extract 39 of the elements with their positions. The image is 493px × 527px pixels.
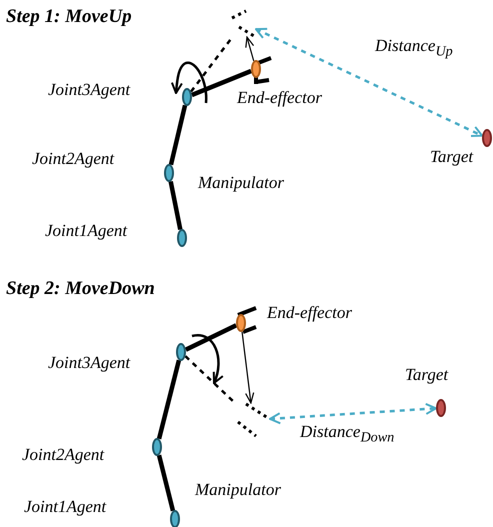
- end-effector-label: End-effector: [237, 88, 322, 108]
- joint-label: Joint2Agent: [22, 445, 104, 465]
- distance-arrow: [255, 28, 484, 137]
- step-heading: Step 1: MoveUp: [6, 7, 132, 27]
- edge-label: Distance$_{Up}$: [375, 36, 453, 62]
- target-label: Target: [430, 147, 474, 167]
- projected-gripper-drawing: [230, 8, 256, 38]
- motion-arrow: [241, 332, 254, 404]
- target-circle: [436, 399, 446, 417]
- joint-circle: [176, 343, 186, 361]
- joint-circle: [170, 510, 180, 527]
- joint-circle: [164, 164, 174, 182]
- joint-label: Joint1Agent: [24, 497, 106, 517]
- motion-arrow: [245, 36, 254, 62]
- target-circle: [482, 129, 492, 147]
- arm-link: [156, 454, 176, 512]
- arm-link: [168, 104, 188, 166]
- end-effector-circle: [236, 314, 246, 332]
- distance-arrow: [269, 402, 437, 424]
- arm-link: [156, 360, 182, 440]
- joint-label: Joint1Agent: [45, 221, 128, 241]
- end-effector-label: End-effector: [267, 303, 352, 323]
- arm-link: [168, 181, 183, 230]
- projected-gripper-drawing: [236, 402, 270, 438]
- joint-label: Joint3Agent: [48, 80, 130, 100]
- part-label: Manipulator: [195, 480, 281, 500]
- joint-circle: [152, 438, 162, 456]
- end-effector-circle: [251, 60, 261, 78]
- joint-label: Joint3Agent: [48, 353, 130, 373]
- part-label: Manipulator: [198, 173, 284, 193]
- arm-link: [184, 323, 238, 352]
- joint-circle: [177, 229, 187, 247]
- target-label: Target: [405, 365, 448, 385]
- projected-arm-line: [190, 37, 233, 92]
- edge-label: Distance$_{Down}$: [300, 422, 394, 448]
- joint-circle: [182, 88, 192, 106]
- step-heading: Step 2: MoveDown: [6, 279, 155, 299]
- arm-link: [191, 68, 252, 98]
- joint-label: Joint2Agent: [32, 149, 114, 169]
